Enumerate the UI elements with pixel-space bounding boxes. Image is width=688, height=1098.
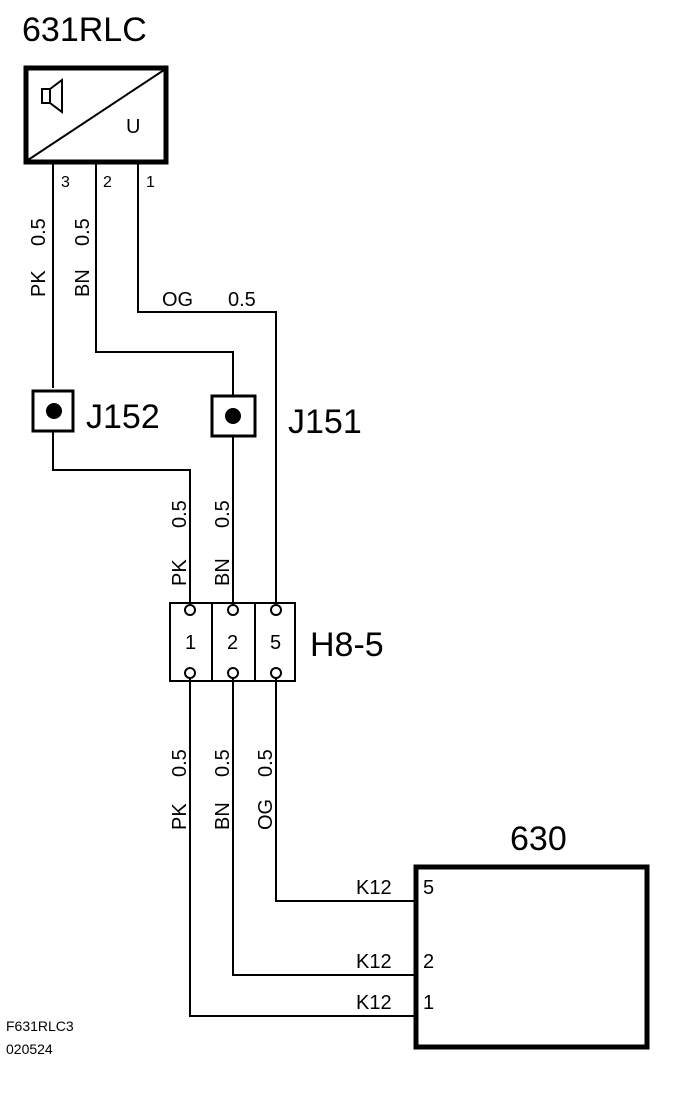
footer-date: 020524: [6, 1041, 53, 1057]
wire-label-middle-pk-size: 0.5: [169, 500, 191, 528]
h8-5-label: H8-5: [310, 626, 384, 664]
h8-5-pin-5: 5: [270, 632, 281, 654]
wire-label-upper-og-color: OG: [162, 289, 193, 311]
sensor-title: 631RLC: [22, 11, 147, 49]
h8-5-connector: [169, 602, 296, 682]
wire-label-middle-bn-size: 0.5: [212, 500, 234, 528]
speaker-icon: [41, 78, 63, 114]
wire-label-upper-pk-color: PK: [28, 270, 50, 297]
wire-label-lower-pk-color: PK: [169, 803, 191, 830]
module-pin-1: 1: [423, 992, 434, 1014]
wire-label-upper-bn-color: BN: [72, 269, 94, 297]
module-pin-2: 2: [423, 951, 434, 973]
wire-lower-pk: [189, 678, 418, 1017]
j151-connector: [210, 394, 257, 438]
j151-label: J151: [288, 403, 362, 441]
wire-upper-og: [137, 162, 277, 606]
wire-label-lower-bn-size: 0.5: [212, 749, 234, 777]
sensor-pin-3: 3: [61, 174, 70, 191]
wire-upper-bn: [95, 162, 234, 396]
wire-label-upper-pk-size: 0.5: [28, 218, 50, 246]
wire-label-upper-bn-size: 0.5: [72, 218, 94, 246]
h8-5-pin-1: 1: [185, 632, 196, 654]
module-title: 630: [510, 820, 567, 858]
wire-label-lower-pk-size: 0.5: [169, 749, 191, 777]
module-pin-1-connector: K12: [356, 992, 392, 1014]
sensor-pin-2: 2: [103, 174, 112, 191]
j152-connector: [31, 389, 75, 433]
wire-label-middle-bn-color: BN: [212, 558, 234, 586]
sensor-pin-1: 1: [146, 174, 155, 191]
wire-label-lower-bn-color: BN: [212, 802, 234, 830]
wire-label-lower-og-color: OG: [255, 799, 277, 830]
h8-5-pin-2: 2: [227, 632, 238, 654]
wire-middle-pk: [52, 431, 191, 606]
wire-label-middle-pk-color: PK: [169, 559, 191, 586]
wire-lower-og: [275, 678, 418, 902]
module-pin-5-connector: K12: [356, 877, 392, 899]
wire-label-upper-og-size: 0.5: [228, 289, 256, 311]
footer-code: F631RLC3: [6, 1018, 74, 1034]
module-box: [413, 864, 650, 1050]
wire-label-lower-og-size: 0.5: [255, 749, 277, 777]
sensor-box: [23, 65, 169, 165]
module-pin-5: 5: [423, 877, 434, 899]
sensor-unit-label: U: [126, 116, 140, 138]
j152-label: J152: [86, 398, 160, 436]
module-pin-2-connector: K12: [356, 951, 392, 973]
wire-lower-bn: [232, 678, 418, 976]
